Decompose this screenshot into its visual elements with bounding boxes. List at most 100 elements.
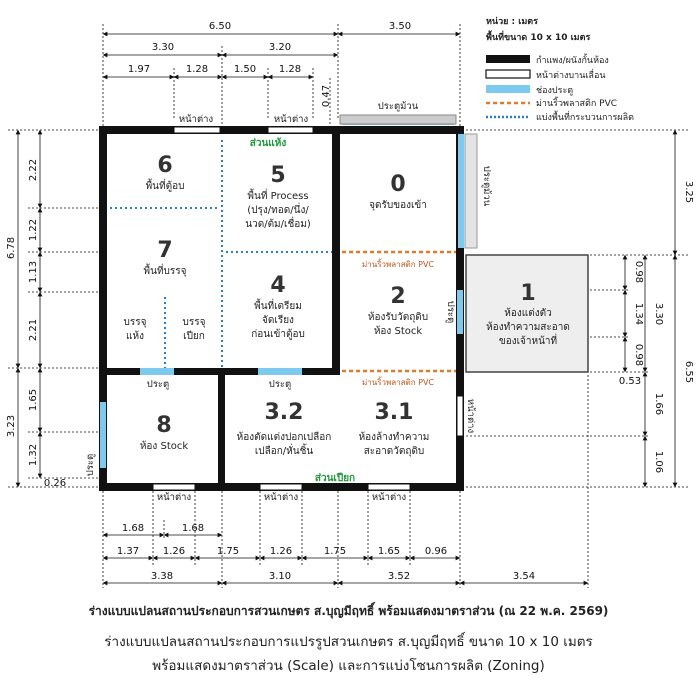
door-label-r7: ประตู xyxy=(147,379,169,390)
windows xyxy=(152,126,464,491)
dim-150: 1.50 xyxy=(234,64,256,75)
svg-text:ห้อง Stock: ห้อง Stock xyxy=(140,440,189,452)
legend-wall: กำแพง/ผนังกั้นห้อง xyxy=(536,53,609,66)
room-1-area xyxy=(465,254,589,373)
room-2: 2 ห้องรับวัตถุดิบ ห้อง Stock xyxy=(368,284,428,337)
dim-678: 6.78 xyxy=(6,237,17,259)
caption-1: ร่างแบบแปลนสถานประกอบการสวนเกษตร ส.บุญมี… xyxy=(88,604,609,618)
window-label-2: หน้าต่าง xyxy=(274,114,308,125)
svg-text:เปียก: เปียก xyxy=(183,330,205,342)
dim-113: 1.13 xyxy=(28,261,39,283)
svg-text:6: 6 xyxy=(157,153,172,178)
window-label-b1: หน้าต่าง xyxy=(157,492,191,503)
svg-text:ห้องตัดแต่งปอกเปลือก: ห้องตัดแต่งปอกเปลือก xyxy=(237,431,332,443)
dry-zone-label: ส่วนแห้ง xyxy=(250,137,287,149)
dim-128a: 1.28 xyxy=(186,64,208,75)
legend: หน่วย : เมตร พื้นที่ขนาด 10 x 10 เมตร กำ… xyxy=(485,16,634,123)
roll-door-label: ประตูม้วน xyxy=(378,101,419,112)
svg-text:ห้องแต่งตัว: ห้องแต่งตัว xyxy=(504,307,551,319)
dim-132: 1.32 xyxy=(28,444,39,466)
legend-window-swatch xyxy=(485,69,531,79)
window-label-b2: หน้าต่าง xyxy=(264,492,298,503)
svg-text:พื้นที่เตรียม: พื้นที่เตรียม xyxy=(254,298,302,312)
svg-text:3.2: 3.2 xyxy=(265,400,304,425)
dim-122: 1.22 xyxy=(28,219,39,241)
room-0: 0 จุดรับของเข้า xyxy=(369,172,427,211)
svg-text:ห้องล้างทำความ: ห้องล้างทำความ xyxy=(359,431,430,443)
svg-text:(ปรุง/ทอด/นึ่ง/: (ปรุง/ทอด/นึ่ง/ xyxy=(247,202,309,216)
dim-165: 1.65 xyxy=(28,389,39,411)
dim-222: 2.22 xyxy=(28,159,39,181)
caption-3: พร้อมแสดงมาตราส่วน (Scale) และการแบ่งโซน… xyxy=(152,658,545,674)
svg-text:ของเจ้าหน้าที่: ของเจ้าหน้าที่ xyxy=(499,333,557,347)
legend-door: ช่องประตู xyxy=(536,86,573,96)
dim-098b: 0.98 xyxy=(633,344,644,366)
dim-323: 3.23 xyxy=(6,415,17,437)
svg-text:แห้ง: แห้ง xyxy=(126,330,144,342)
dim-137: 1.37 xyxy=(117,546,139,557)
svg-text:5: 5 xyxy=(270,163,285,188)
door-label-r4: ประตู xyxy=(269,379,291,390)
dim-655: 6.55 xyxy=(683,361,694,383)
svg-text:สะอาดวัตถุดิบ: สะอาดวัตถุดิบ xyxy=(364,446,425,457)
left-dimensions xyxy=(8,129,100,488)
svg-text:นวด/ต้ม/เชื่อม): นวด/ต้ม/เชื่อม) xyxy=(245,216,311,230)
room-1: 1 ห้องแต่งตัว ห้องทำความสะอาด ของเจ้าหน้… xyxy=(486,281,570,347)
svg-text:จุดรับของเข้า: จุดรับของเข้า xyxy=(369,199,427,211)
dim-350: 3.50 xyxy=(389,21,411,32)
room-3-2: 3.2 ห้องตัดแต่งปอกเปลือก เปลือก/หั่นชิ้น xyxy=(237,400,332,457)
legend-door-swatch xyxy=(486,85,530,93)
room-5: 5 พื้นที่ Process (ปรุง/ทอด/นึ่ง/ นวด/ต้… xyxy=(245,163,311,230)
dim-026: 0.26 xyxy=(44,478,66,489)
door-label-r2: ประตู xyxy=(445,301,456,323)
dim-168a: 1.68 xyxy=(122,523,144,534)
dim-330r: 3.30 xyxy=(653,303,664,325)
svg-text:ห้องทำความสะอาด: ห้องทำความสะอาด xyxy=(486,321,570,333)
top-dimensions xyxy=(102,24,461,130)
dim-096: 0.96 xyxy=(425,546,447,557)
pvc-label-2: ม่านริ้วพลาสติก PVC xyxy=(362,376,434,387)
dim-175b: 1.75 xyxy=(324,546,346,557)
dim-098a: 0.98 xyxy=(633,261,644,283)
room-3-1: 3.1 ห้องล้างทำความ สะอาดวัตถุดิบ xyxy=(359,400,430,457)
caption-2: ร่างแบบแปลนสถานประกอบการแปรรูปสวนเกษตร ส… xyxy=(104,634,593,650)
svg-text:พื้นที่ตู้อบ: พื้นที่ตู้อบ xyxy=(146,178,185,192)
window-label-1: หน้าต่าง xyxy=(179,114,213,125)
window-label-right: หน้าต่าง xyxy=(465,399,476,433)
roll-door-side-label: ประตูม้วน xyxy=(481,166,492,207)
dim-168b: 1.68 xyxy=(182,523,204,534)
dim-165b: 1.65 xyxy=(378,546,400,557)
zone-lines xyxy=(110,140,456,373)
svg-text:จัดเรียง: จัดเรียง xyxy=(262,314,294,326)
dim-166: 1.66 xyxy=(653,393,664,415)
dim-053: 0.53 xyxy=(619,376,641,387)
dim-320: 3.20 xyxy=(269,42,291,53)
svg-text:0: 0 xyxy=(390,172,405,197)
svg-text:3.1: 3.1 xyxy=(375,400,414,425)
bottom-dimensions xyxy=(102,375,589,588)
legend-wall-swatch xyxy=(486,55,530,63)
roll-door-side xyxy=(464,133,478,249)
svg-text:บรรจุ: บรรจุ xyxy=(124,317,147,328)
right-dimensions xyxy=(466,129,690,488)
dim-338: 3.38 xyxy=(151,571,173,582)
wet-zone-label: ส่วนเปียก xyxy=(315,472,355,484)
svg-text:ห้องรับวัตถุดิบ: ห้องรับวัตถุดิบ xyxy=(368,311,428,323)
room-7: 7 พื้นที่บรรจุ บรรจุ แห้ง บรรจุ เปียก xyxy=(124,238,206,342)
svg-text:บรรจุ: บรรจุ xyxy=(183,317,206,328)
dim-310: 3.10 xyxy=(269,571,291,582)
dim-221: 2.21 xyxy=(28,319,39,341)
svg-text:เปลือก/หั่นชิ้น: เปลือก/หั่นชิ้น xyxy=(255,443,314,457)
svg-text:2: 2 xyxy=(390,284,405,309)
pvc-label-1: ม่านริ้วพลาสติก PVC xyxy=(362,258,434,269)
dim-354: 3.54 xyxy=(513,571,535,582)
dim-134: 1.34 xyxy=(633,303,644,325)
legend-pvc: ม่านริ้วพลาสติก PVC xyxy=(536,96,617,109)
dim-126b: 1.26 xyxy=(270,546,292,557)
dim-197: 1.97 xyxy=(128,64,150,75)
svg-text:7: 7 xyxy=(157,238,172,263)
window-label-b3: หน้าต่าง xyxy=(372,492,406,503)
dim-650: 6.50 xyxy=(209,21,231,32)
svg-text:4: 4 xyxy=(270,273,285,298)
